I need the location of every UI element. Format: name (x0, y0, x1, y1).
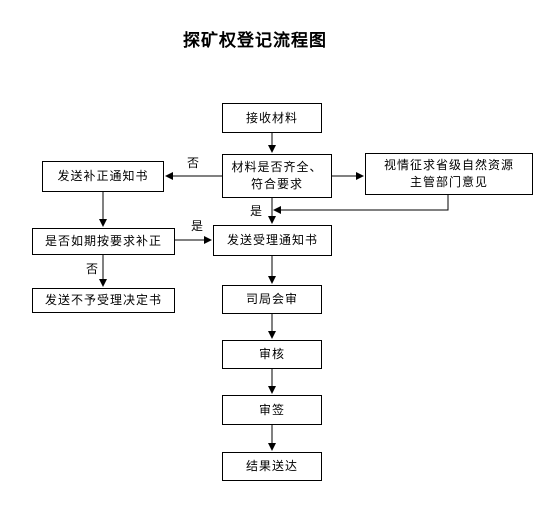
label-no-supplement: 否 (86, 262, 99, 276)
bureau-review-box: 司局会审 (222, 285, 322, 314)
receive-materials-label: 接收材料 (245, 110, 298, 125)
check-materials-box: 材料是否齐全、 符合要求 (222, 154, 332, 198)
receive-materials-box: 接收材料 (222, 103, 322, 133)
label-yes-consult: 是 (250, 204, 263, 218)
reject-notice-box: 发送不予受理决定书 (32, 288, 175, 313)
page-title: 探矿权登记流程图 (183, 31, 327, 51)
arrow-consult-to-accept (273, 195, 449, 214)
supplement-notice-label: 发送补正通知书 (57, 169, 149, 183)
bureau-review-label: 司局会审 (245, 292, 298, 306)
review-box: 审核 (222, 340, 322, 369)
deliver-result-box: 结果送达 (222, 452, 322, 481)
check-materials-label-1: 材料是否齐全、 (231, 160, 323, 174)
supplement-check-label: 是否如期按要求补正 (44, 234, 162, 248)
sign-box: 审签 (222, 395, 322, 425)
reject-notice-label: 发送不予受理决定书 (44, 293, 162, 307)
label-yes-supplement: 是 (191, 219, 204, 233)
accept-notice-box: 发送受理通知书 (213, 225, 332, 256)
sign-label: 审签 (258, 402, 285, 417)
deliver-result-label: 结果送达 (245, 459, 298, 473)
supplement-notice-box: 发送补正通知书 (42, 161, 164, 192)
label-no-check: 否 (187, 156, 200, 170)
review-label: 审核 (258, 347, 285, 361)
accept-notice-label: 发送受理通知书 (226, 233, 318, 247)
supplement-check-box: 是否如期按要求补正 (32, 228, 175, 255)
check-materials-label-2: 符合要求 (250, 177, 303, 191)
consult-province-label-2: 主管部门意见 (409, 175, 488, 189)
consult-province-box: 视情征求省级自然资源 主管部门意见 (365, 153, 533, 195)
consult-province-label-1: 视情征求省级自然资源 (383, 158, 514, 172)
